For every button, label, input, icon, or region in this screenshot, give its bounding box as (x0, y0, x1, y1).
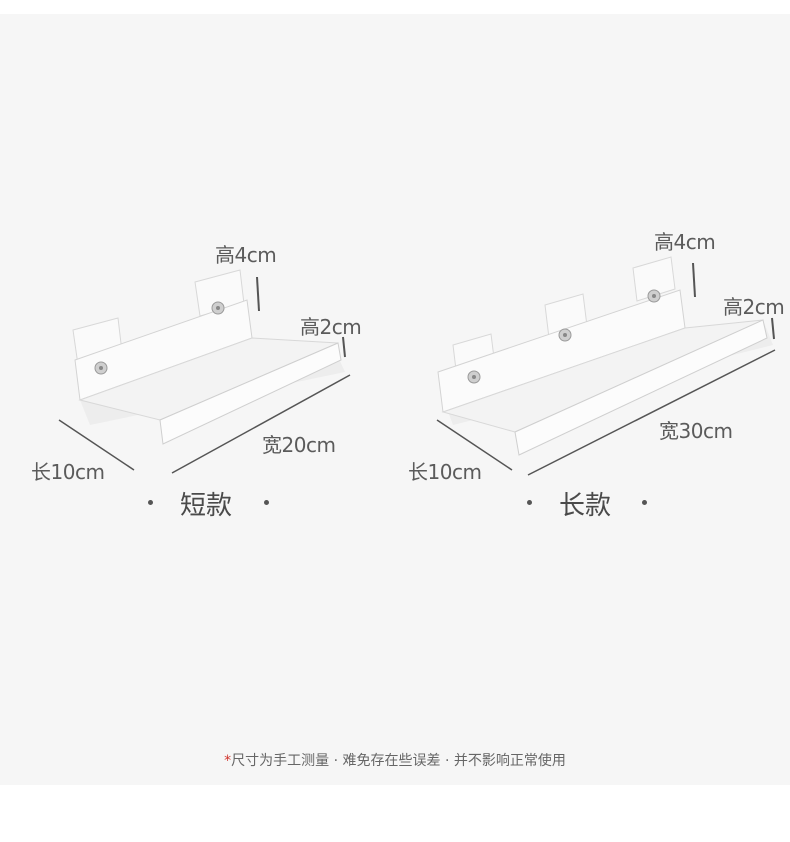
short-shelf-product: 高4cm 高2cm 宽20cm 长10cm 短款 (0, 0, 395, 540)
note-text: 尺寸为手工测量 · 难免存在些误差 · 并不影响正常使用 (231, 753, 566, 769)
width-label: 宽20cm (262, 433, 336, 457)
short-shelf-illustration (58, 269, 351, 474)
caption-dot-right (264, 500, 269, 505)
caption-dot-left (148, 500, 153, 505)
width-label: 宽30cm (659, 419, 733, 443)
height-lip-label: 高2cm (300, 315, 362, 339)
caption-dot-left (527, 500, 532, 505)
height-back-label: 高4cm (654, 230, 716, 254)
product-caption: 短款 (180, 491, 233, 521)
measurement-note: *尺寸为手工测量 · 难免存在些误差 · 并不影响正常使用 (0, 750, 790, 770)
note-asterisk: * (224, 753, 232, 769)
length-label: 长10cm (408, 460, 482, 484)
height-lip-label: 高2cm (723, 295, 785, 319)
long-shelf-product: 高4cm 高2cm 宽30cm 长10cm 长款 (395, 0, 790, 540)
height-back-label: 高4cm (215, 243, 277, 267)
product-caption: 长款 (559, 491, 612, 521)
caption-dot-right (642, 500, 647, 505)
length-label: 长10cm (31, 460, 105, 484)
long-shelf-illustration (436, 256, 776, 476)
